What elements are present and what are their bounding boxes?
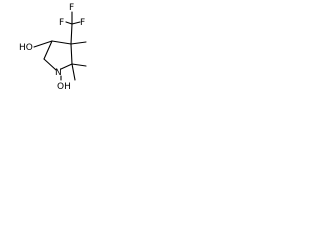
bond-ring-c2-c3 <box>43 40 53 60</box>
bond-c5-methyl-down <box>71 63 76 81</box>
bond-cf3-f-left <box>65 21 73 25</box>
atom-f-left: F <box>59 18 64 28</box>
bond-ring-c5-n <box>60 63 73 70</box>
bond-ring-n-c2 <box>43 58 57 71</box>
bond-c4-methyl <box>70 41 87 45</box>
bond-c5-methyl-right <box>71 63 87 67</box>
atom-hydroxy-left: HO <box>19 43 33 53</box>
bond-ring-c3-c4 <box>51 40 72 45</box>
bond-ring-c4-c5 <box>70 43 73 65</box>
atom-f-top: F <box>69 3 74 13</box>
atom-ring-nitrogen: N <box>55 68 62 78</box>
bond-c4-cf3 <box>70 23 73 45</box>
bond-c3-oh <box>33 40 53 48</box>
bond-cf3-f-right <box>71 21 81 25</box>
atom-f-right: F <box>80 18 85 28</box>
atom-hydroxy-on-nitrogen: OH <box>57 82 71 92</box>
chemical-structure-diagram: F F F HO N OH <box>19 3 87 92</box>
